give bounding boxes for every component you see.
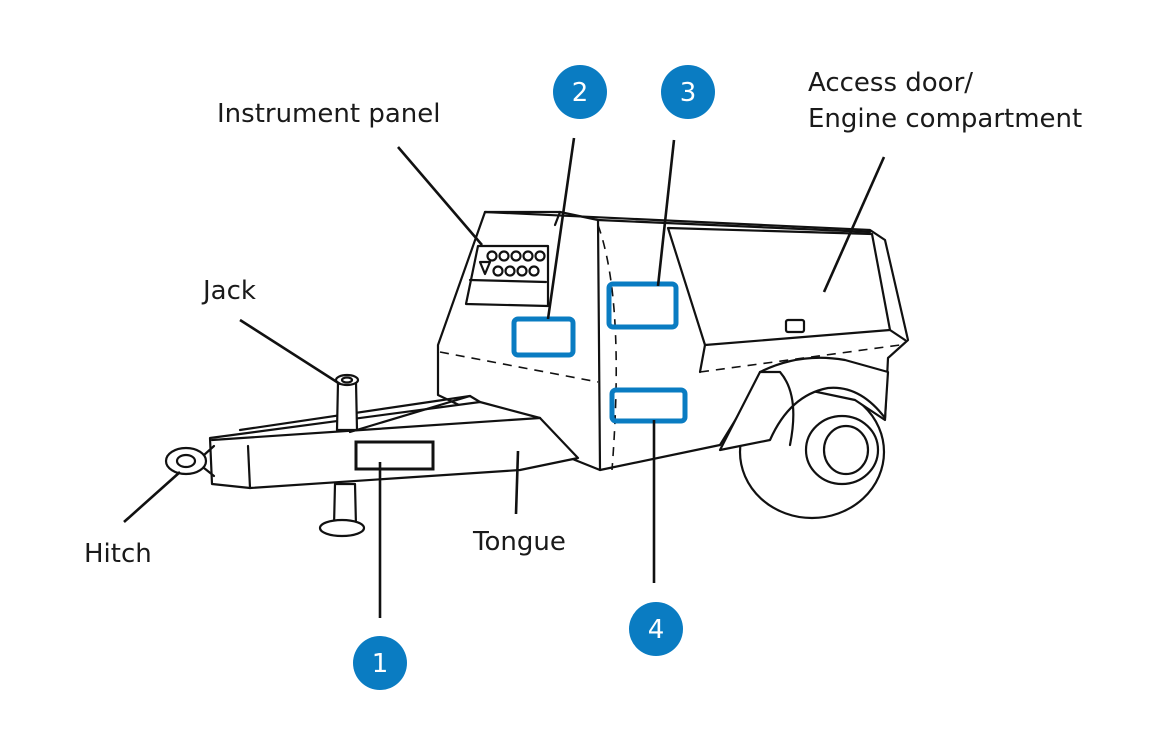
badge-2-number: 2 [572, 78, 589, 108]
leader-badge-3 [656, 139, 676, 287]
leader-hitch [123, 471, 181, 523]
badge-2: 2 [553, 65, 607, 119]
label-tongue: Tongue [472, 527, 566, 557]
tongue-frame [208, 394, 580, 490]
leader-tongue [514, 450, 520, 515]
hitch-ring [164, 444, 216, 478]
leader-jack [239, 318, 341, 386]
badge-4: 4 [629, 602, 683, 656]
body-enclosure [436, 210, 910, 472]
label-instrument-panel: Instrument panel [217, 99, 440, 129]
label-access-door-line2: Engine compartment [808, 104, 1082, 134]
leader-access-door [822, 156, 886, 293]
label-access-door-line1: Access door/ [808, 68, 973, 98]
badge-1-number: 1 [372, 649, 389, 679]
number-badges: 1 2 3 4 [353, 65, 715, 690]
badge-4-number: 4 [648, 615, 665, 645]
plate-2 [511, 316, 576, 358]
plate-4 [609, 387, 688, 424]
leader-lines [123, 137, 886, 618]
badge-1: 1 [353, 636, 407, 690]
instrument-panel [464, 244, 550, 308]
leader-instrument-panel [397, 146, 483, 246]
label-plates [354, 281, 688, 471]
plate-1 [354, 440, 435, 471]
badge-3: 3 [661, 65, 715, 119]
plate-3 [606, 281, 679, 330]
fender [718, 356, 890, 452]
leader-badge-2 [546, 137, 576, 320]
badge-3-number: 3 [680, 78, 697, 108]
trailer-drawing [164, 210, 910, 538]
label-hitch: Hitch [84, 539, 152, 569]
label-jack: Jack [201, 276, 256, 306]
text-labels: Instrument panel Access door/ Engine com… [84, 68, 1082, 569]
